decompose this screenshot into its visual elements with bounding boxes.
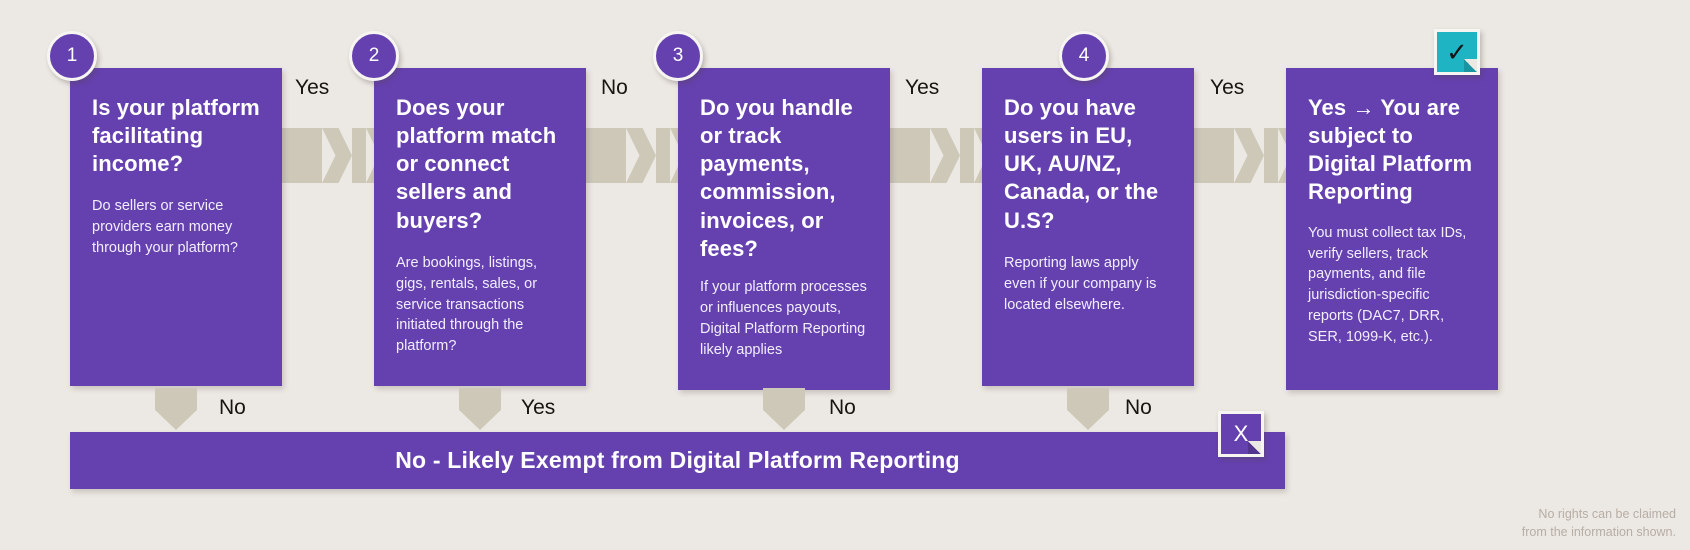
card-body: Are bookings, listings, gigs, rentals, s…: [396, 254, 538, 355]
step-number-badge-2: 2: [349, 31, 399, 81]
outcome-card-subject[interactable]: Yes → You are subject to Digital Platfor…: [1286, 68, 1498, 390]
down-label-4: No: [1125, 396, 1152, 419]
step-number-badge-1: 1: [47, 31, 97, 81]
card-body: If your platform processes or influences…: [700, 278, 867, 358]
card-body: Reporting laws apply even if your compan…: [1004, 254, 1157, 313]
chevron-icon: [322, 128, 352, 183]
down-arrow-1: [155, 388, 197, 430]
x-icon: X: [1233, 421, 1249, 446]
disclaimer: No rights can be claimed from the inform…: [1522, 505, 1676, 541]
down-arrow-4: [1067, 388, 1109, 430]
card-title: Does your platform match or connect sell…: [396, 95, 557, 233]
exempt-x-badge: X: [1218, 411, 1264, 457]
chevron-icon: [1234, 128, 1264, 183]
disclaimer-line-1: No rights can be claimed: [1538, 507, 1676, 521]
chevron-icon: [930, 128, 960, 183]
outcome-bar-label: No - Likely Exempt from Digital Platform…: [395, 447, 960, 473]
down-label-3: No: [829, 396, 856, 419]
down-arrow-2: [459, 388, 501, 430]
folded-corner-icon: [1464, 59, 1477, 72]
edge-label-1-2: Yes: [295, 76, 330, 99]
checkmark-badge: ✓: [1434, 29, 1480, 75]
card-body: You must collect tax IDs, verify sellers…: [1308, 224, 1467, 345]
check-icon: ✓: [1446, 37, 1468, 67]
step-number-badge-3: 3: [653, 31, 703, 81]
step-number-label: 3: [672, 45, 684, 66]
card-title: Yes → You are subject to Digital Platfor…: [1308, 95, 1473, 205]
outcome-bar-exempt[interactable]: No - Likely Exempt from Digital Platform…: [70, 432, 1285, 489]
down-label-1: No: [219, 396, 246, 419]
decision-card-2[interactable]: Does your platform match or connect sell…: [374, 68, 586, 386]
folded-corner-icon: [1248, 441, 1261, 454]
card-title: Is your platform facilitating income?: [92, 95, 260, 177]
card-title: Do you have users in EU, UK, AU/NZ, Cana…: [1004, 95, 1159, 233]
step-number-badge-4: 4: [1059, 31, 1109, 81]
edge-label-3-4: Yes: [905, 76, 940, 99]
down-arrow-3: [763, 388, 805, 430]
step-number-label: 4: [1078, 45, 1090, 66]
decision-card-3[interactable]: Do you handle or track payments, commiss…: [678, 68, 890, 390]
disclaimer-line-2: from the information shown.: [1521, 525, 1676, 540]
step-number-label: 1: [66, 45, 78, 66]
card-title: Do you handle or track payments, commiss…: [700, 95, 853, 261]
edge-label-4-5: Yes: [1210, 76, 1245, 99]
decision-card-1[interactable]: Is your platform facilitating income? Do…: [70, 68, 282, 386]
down-label-2: Yes: [521, 396, 556, 419]
step-number-label: 2: [368, 45, 380, 66]
card-body: Do sellers or service providers earn mon…: [92, 198, 238, 257]
decision-card-4[interactable]: Do you have users in EU, UK, AU/NZ, Cana…: [982, 68, 1194, 386]
chevron-icon: [626, 128, 656, 183]
edge-label-2-3: No: [601, 76, 628, 99]
